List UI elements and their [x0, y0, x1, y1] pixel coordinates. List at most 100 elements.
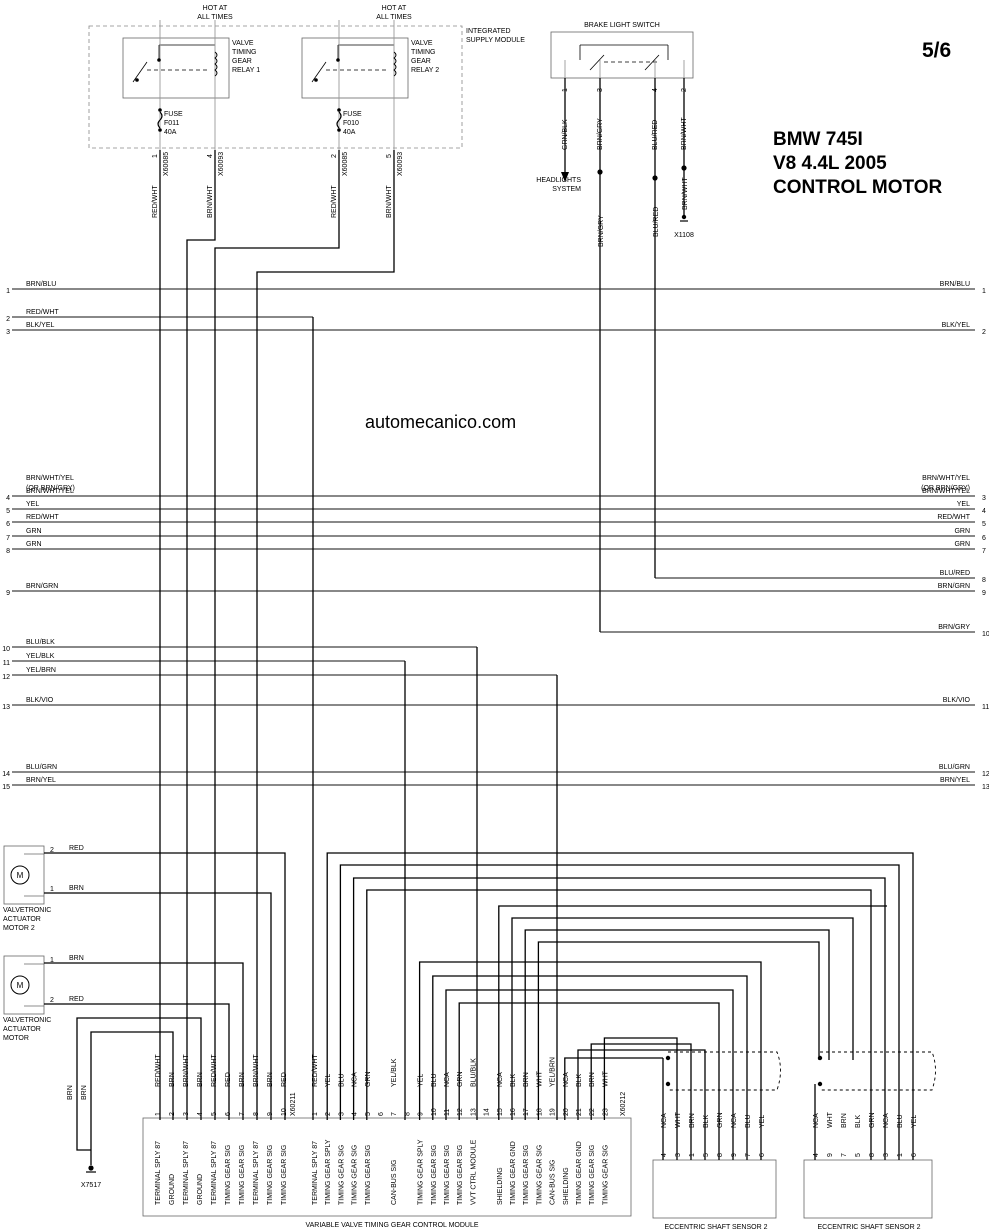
- wire-color-label: BRN/WHT: [386, 185, 393, 218]
- splice-dot: [652, 175, 658, 181]
- bus-wire-label: YEL: [26, 501, 39, 508]
- fuse-label: FUSE: [343, 111, 362, 118]
- module-pin-function: SHIELDING: [497, 1167, 504, 1205]
- pin-number: 3: [183, 1112, 190, 1116]
- module-pin-function: TIMING GEAR GND: [576, 1141, 583, 1205]
- bus-number: 6: [6, 521, 10, 528]
- pin-number: 7: [391, 1112, 398, 1116]
- sensor-2-box: [803, 1159, 933, 1219]
- wire-to-sensor-1: [418, 961, 762, 1160]
- pin-number: 2: [50, 847, 54, 854]
- bus-number: 1: [6, 288, 10, 295]
- relay-switch: [311, 61, 327, 83]
- module-pin-function: TIMING GEAR SIG: [338, 1145, 345, 1205]
- brake-switch-box: [550, 31, 694, 79]
- pin-number: 7: [841, 1153, 848, 1157]
- module-pin-function: GROUND: [197, 1174, 204, 1205]
- connector-id: X60085: [342, 152, 349, 176]
- wire-shield: [498, 905, 887, 1120]
- pin-number: 8: [253, 1112, 260, 1116]
- pin-number: 6: [759, 1153, 766, 1157]
- hot-at-label: HOT AT: [382, 5, 407, 12]
- diagram-frames: [3, 25, 933, 1219]
- module-pin-function: TIMING GEAR SIG: [239, 1145, 246, 1205]
- wire-wht: [603, 1037, 678, 1160]
- module-pin-function: SHIELDING: [563, 1167, 570, 1205]
- sensor-name: ECCENTRIC SHAFT SENSOR 2: [665, 1224, 768, 1231]
- wire-color-label: BLK: [576, 1073, 583, 1087]
- pin-number: 9: [267, 1112, 274, 1116]
- wire-color-label: YEL/BRN: [550, 1057, 557, 1087]
- bus-number: 7: [6, 535, 10, 542]
- pin-number: 5: [365, 1112, 372, 1116]
- pin-number: 3: [338, 1112, 345, 1116]
- module-pin-function: TERMINAL SPLY 87: [253, 1141, 260, 1205]
- wire-red: [44, 852, 286, 1120]
- pin-number: 11: [444, 1109, 451, 1116]
- splice-dot: [665, 1081, 671, 1087]
- module-pin-function: TIMING GEAR SIG: [602, 1145, 609, 1205]
- connector-id: X60212: [620, 1092, 627, 1116]
- wire-color-label: YEL: [759, 1115, 766, 1128]
- bus-number: 2: [6, 316, 10, 323]
- motor-symbol: [10, 975, 30, 995]
- watermark: automecanico.com: [365, 412, 516, 432]
- wire-to-sensor-2: [326, 852, 914, 1160]
- bus-wire-label: BRN/YEL: [940, 777, 970, 784]
- pin-number: 18: [536, 1108, 543, 1116]
- wire-red: [44, 1003, 230, 1120]
- module-pin-function: TERMINAL SPLY 87: [155, 1141, 162, 1205]
- wire-color-label: WHT: [602, 1070, 609, 1087]
- bus-number: 3: [6, 329, 10, 336]
- bus-number: 11: [982, 704, 989, 711]
- relay-label: TIMING: [411, 49, 436, 56]
- wire-color-label: BLU: [431, 1073, 438, 1087]
- pin-number: 1: [689, 1153, 696, 1157]
- bus-wire-label: (OR BRN/GRY): [921, 485, 970, 492]
- relay-switch: [132, 61, 148, 83]
- pin-number: 23: [602, 1108, 609, 1116]
- fuse-label: FUSE: [164, 111, 183, 118]
- pin-number: 9: [418, 1112, 425, 1116]
- splice-dot: [665, 1055, 671, 1061]
- bus-wire-label: RED/WHT: [26, 309, 59, 316]
- wire-brn-ground: [76, 1017, 202, 1151]
- motor-name: MOTOR 2: [3, 925, 35, 932]
- diagram-title: CONTROL MOTOR: [773, 177, 943, 198]
- bus-number: 11: [3, 660, 10, 667]
- bus-wire-label: BRN/WHT/YEL: [922, 488, 970, 495]
- wire-color-label: BRN: [841, 1113, 848, 1128]
- wire-color-label: BRN: [67, 1085, 74, 1100]
- wire-color-label: BRN: [69, 955, 84, 962]
- wire-color-label: GRN/BLK: [562, 119, 569, 150]
- pin-number: 8: [717, 1153, 724, 1157]
- fuse-label: F010: [343, 120, 359, 127]
- wire-color-label: BRN/WHT: [183, 1054, 190, 1087]
- module-pin-function: TIMING GEAR SPLY: [325, 1139, 332, 1205]
- wire-color-label: NCA: [883, 1113, 890, 1128]
- ground-label: X1108: [674, 232, 694, 239]
- bus-number: 9: [6, 590, 10, 597]
- bus-number: 1: [982, 288, 986, 295]
- bus-number: 7: [982, 548, 986, 555]
- motor-name: VALVETRONIC: [3, 1017, 51, 1024]
- wire-to-sensor-1: [432, 975, 748, 1160]
- bus-wire-label: BLK/VIO: [26, 697, 54, 704]
- module-pin-function: TIMING GEAR SIG: [225, 1145, 232, 1205]
- wire-color-label: BRN: [169, 1072, 176, 1087]
- page-number: 5/6: [922, 39, 951, 62]
- pin-number: 6: [225, 1112, 232, 1116]
- pin-number: 4: [207, 154, 214, 158]
- pin-number: 2: [169, 1112, 176, 1116]
- wire-color-label: BLU: [745, 1114, 752, 1128]
- wire-color-label: GRN: [717, 1112, 724, 1128]
- motor-name: VALVETRONIC: [3, 907, 51, 914]
- wire-color-label: BLU/RED: [653, 207, 660, 237]
- ground-label: X7517: [81, 1182, 101, 1189]
- bus-number: 13: [2, 704, 10, 711]
- pin-number: 5: [855, 1153, 862, 1157]
- wire-to-sensor-2: [366, 889, 872, 1160]
- brake-switch-label: BRAKE LIGHT SWITCH: [584, 22, 660, 29]
- wire-color-label: NCA: [563, 1072, 570, 1087]
- wire-brn: [590, 1043, 692, 1160]
